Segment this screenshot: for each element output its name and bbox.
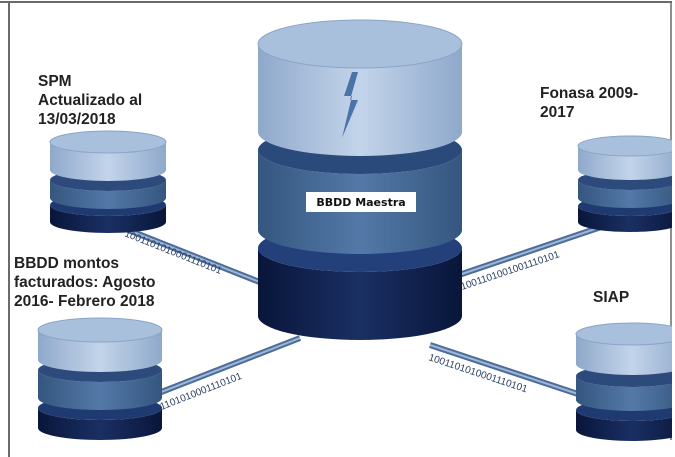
link-siap: 1001101010001110101 — [427, 342, 591, 401]
label-siap-line-1: SIAP — [593, 289, 630, 306]
master-label: BBDD Maestra — [316, 196, 405, 209]
master-db-bottom — [258, 248, 462, 340]
label-spm-line-3: 13/03/2018 — [38, 111, 116, 128]
label-fonasa-line-1: Fonasa 2009- — [540, 85, 639, 102]
label-montos-line-1: BBDD montos — [14, 255, 120, 272]
master-database: BBDD Maestra — [257, 19, 463, 340]
master-db-lid — [257, 19, 463, 69]
label-montos: BBDD montos facturados: Agosto 2016- Feb… — [14, 254, 156, 311]
database-siap — [575, 322, 675, 441]
database-montos — [37, 317, 163, 440]
master-label-box — [306, 192, 416, 212]
link-fonasa: 1001101001001110101 — [449, 223, 605, 293]
master-db-top — [258, 44, 462, 156]
label-montos-line-3: 2016- Febrero 2018 — [14, 293, 155, 310]
label-spm-line-2: Actualizado al — [38, 92, 143, 109]
label-fonasa-line-2: 2017 — [540, 104, 575, 121]
lightning-icon — [342, 72, 358, 138]
label-spm: SPM Actualizado al 13/03/2018 — [38, 72, 142, 129]
database-spm — [49, 130, 167, 233]
label-spm-line-1: SPM — [38, 73, 72, 90]
database-fonasa — [577, 135, 675, 232]
label-fonasa: Fonasa 2009- 2017 — [540, 84, 638, 122]
label-siap: SIAP — [593, 288, 629, 307]
label-montos-line-2: facturados: Agosto — [14, 274, 156, 291]
